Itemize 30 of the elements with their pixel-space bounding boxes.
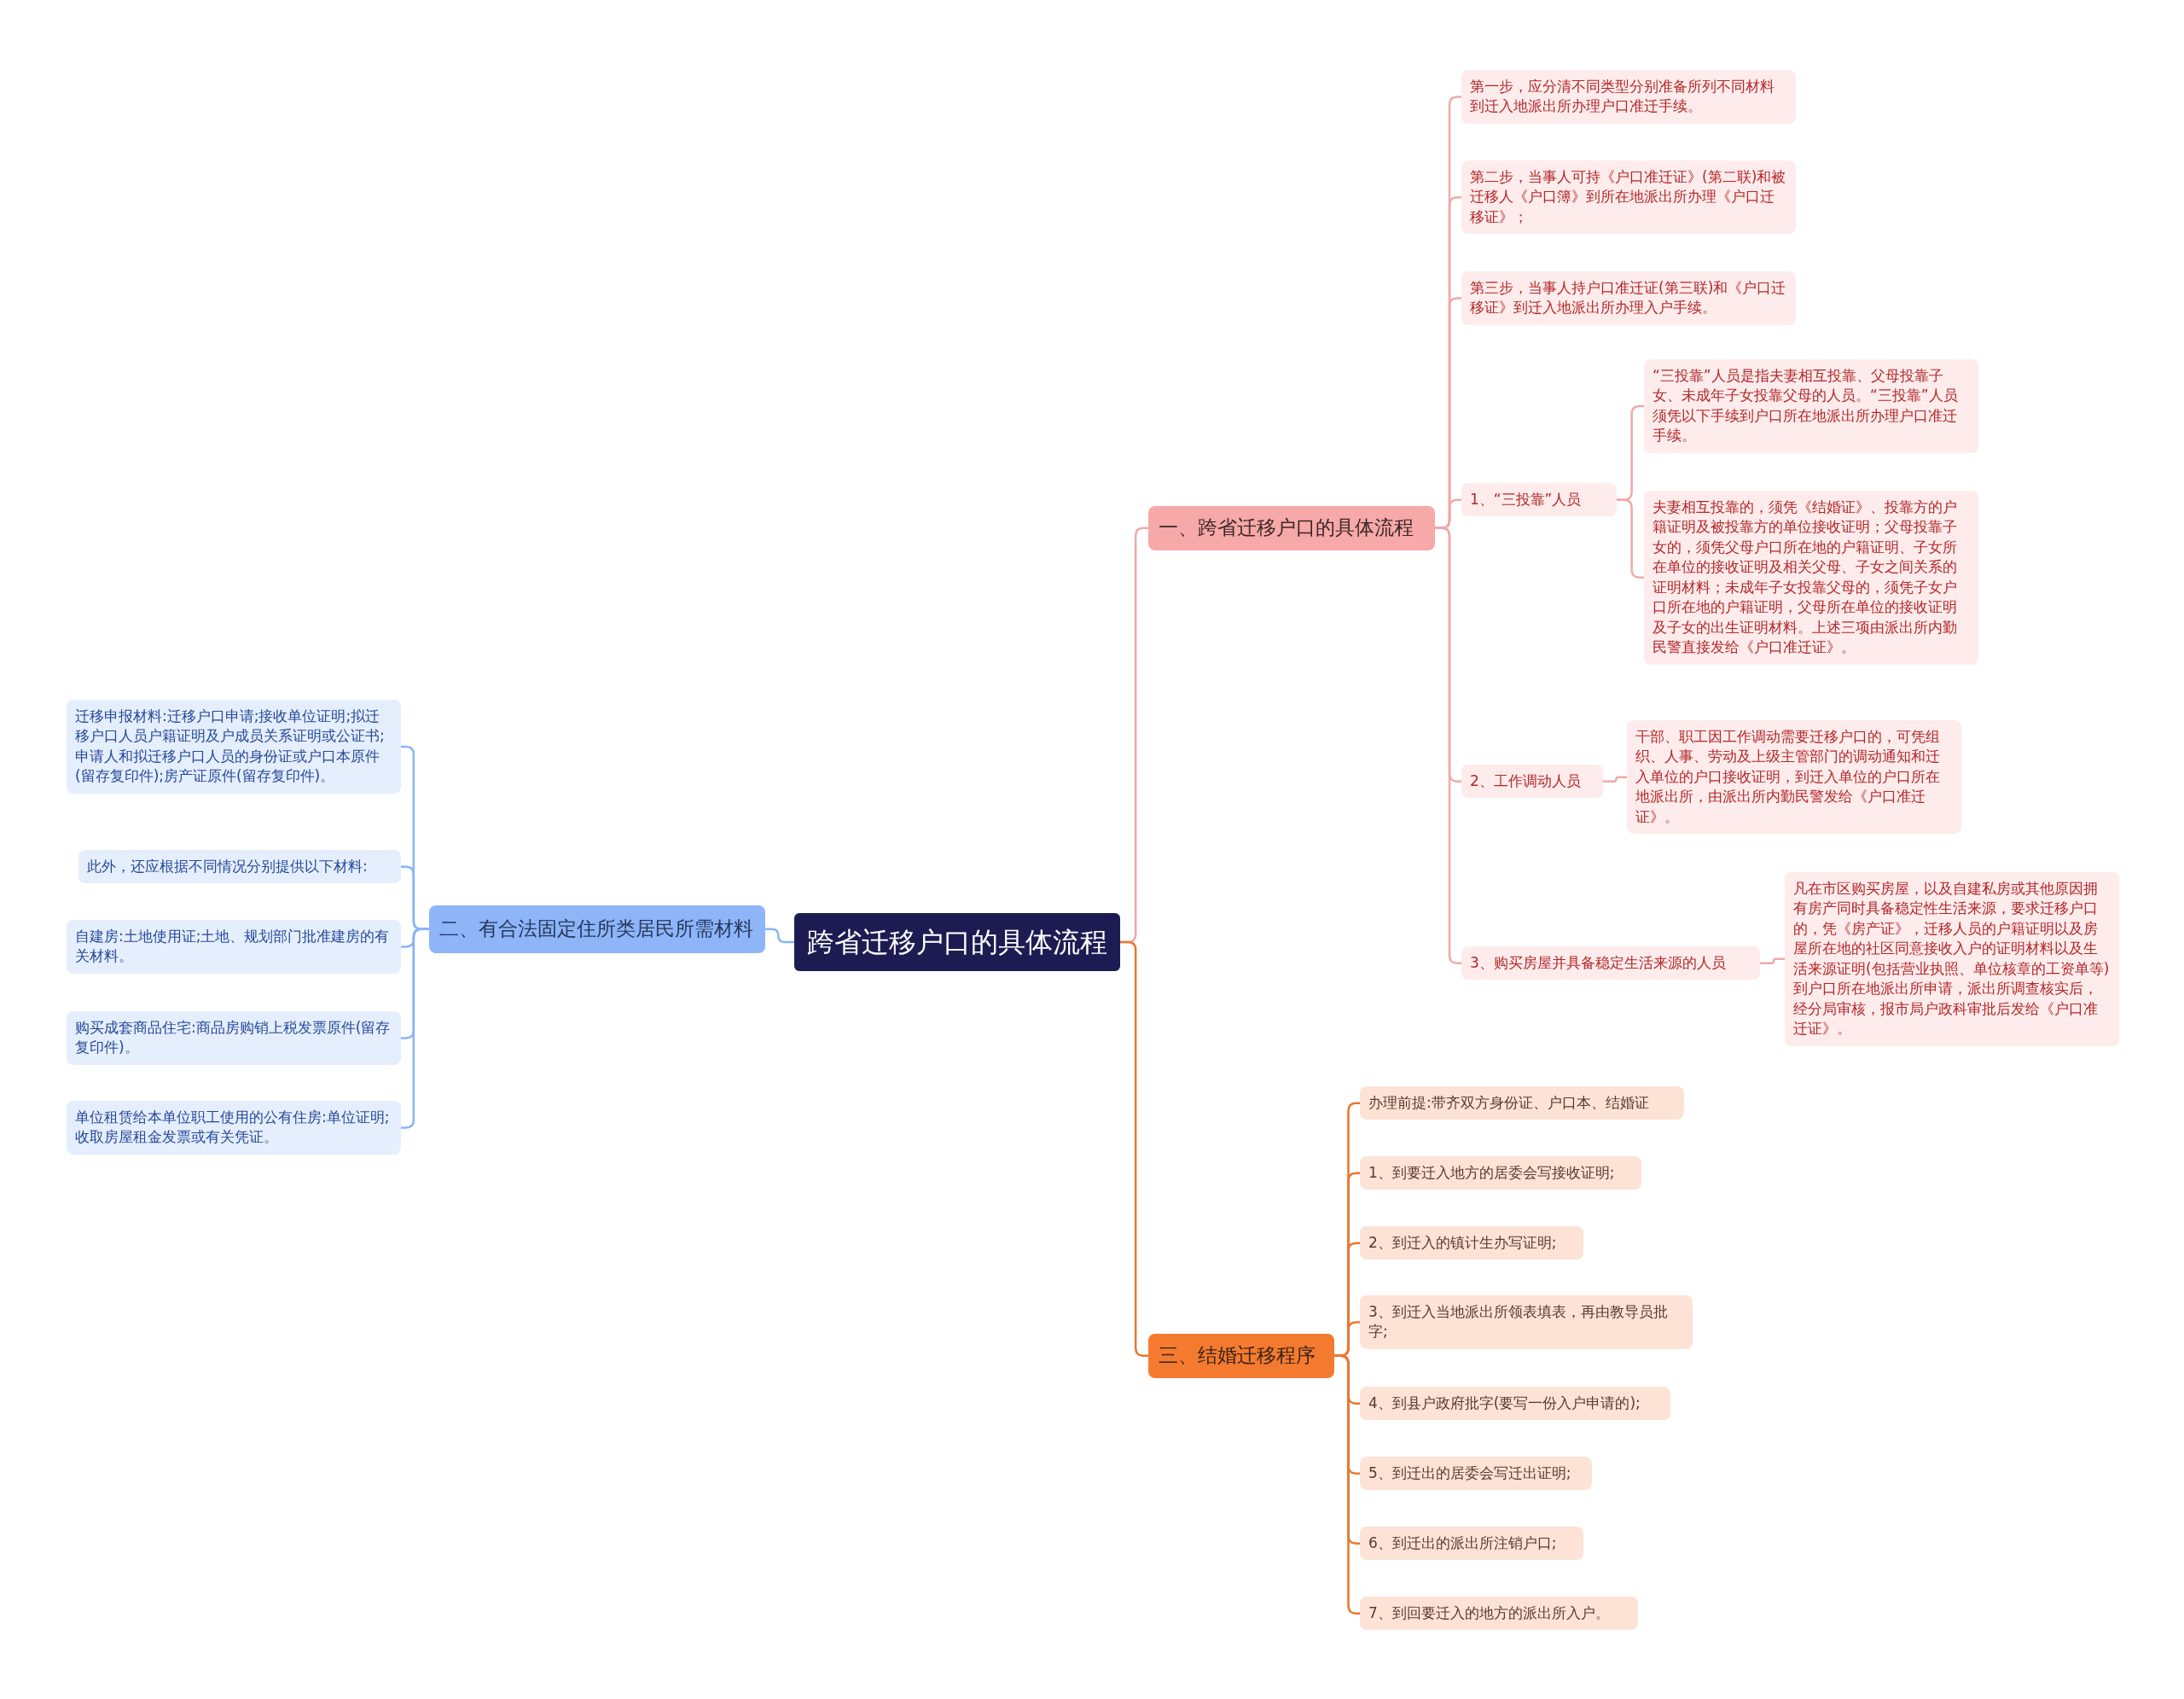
detail-card: 夫妻相互投靠的，须凭《结婚证》、投靠方的户籍证明及被投靠方的单位接收证明；父母投靠子女的，须凭父母户口所在地的户籍证明、子女所在单位的接收证明及相关父母、子女之间关系的证明材料；未成年子女投靠父母的，须凭子女户口所在地的户籍证明，父母所在单位的接收证明及子女的出生证明材料。上述三项由派出所内勤民警直接发给《户口准迁证》。	[1644, 491, 1978, 665]
branch-topic: 二、有合法固定住所类居民所需材料	[429, 905, 765, 953]
step-card: 5、到迁出的居委会写迁出证明;	[1360, 1457, 1592, 1491]
connector-line	[1760, 957, 1785, 964]
material-card: 迁移申报材料:迁移户口申请;接收单位证明;拟迁移户口人员户籍证明及户成员关系证明或公证书;申请人和拟迁移户口人员的身份证或户口本原件(留存复印件);房产证原件(留存复印件)。	[67, 700, 401, 794]
central-topic: 跨省迁移户口的具体流程	[794, 913, 1120, 972]
connector-line	[1603, 776, 1627, 783]
material-card: 自建房:土地使用证;土地、规划部门批准建房的有关材料。	[67, 920, 401, 974]
step-card: 3、到迁入当地派出所领表填表，再由教导员批字;	[1360, 1295, 1693, 1349]
step-card: 办理前提:带齐双方身份证、户口本、结婚证	[1360, 1086, 1684, 1120]
step-card: 6、到迁出的派出所注销户口;	[1360, 1527, 1583, 1561]
branch-topic: 一、跨省迁移户口的具体流程	[1148, 506, 1435, 550]
step-card: 第二步，当事人可持《户口准迁证》(第二联)和被迁移人《户口簿》到所在地派出所办理《户口迁移证》；	[1461, 160, 1796, 235]
step-card: 第一步，应分清不同类型分别准备所列不同材料到迁入地派出所办理户口准迁手续。	[1461, 70, 1796, 124]
connector-line	[765, 928, 794, 944]
material-card: 单位租赁给本单位职工使用的公有住房:单位证明;收取房屋租金发票或有关凭证。	[67, 1101, 401, 1155]
step-card: 2、到迁入的镇计生办写证明;	[1360, 1226, 1583, 1260]
step-card: 第三步，当事人持户口准迁证(第三联)和《户口迁移证》到迁入地派出所办理入户手续。	[1461, 271, 1796, 325]
detail-card: 干部、职工因工作调动需要迁移户口的，可凭组织、人事、劳动及上级主管部门的调动通知和迁入单位的户口接收证明，到迁入单位的户口所在地派出所，由派出所内勤民警发给《户口准迁证》。	[1627, 720, 1961, 835]
subtopic-box: 3、购买房屋并具备稳定生活来源的人员	[1461, 946, 1760, 980]
detail-card: 凡在市区购买房屋，以及自建私房或其他原因拥有房产同时具备稳定性生活来源，要求迁移户口的，凭《房产证》，迁移人员的户籍证明以及房屋所在地的社区同意接收入户的证明材料以及生活来源证明(包括营业执照、单位核章的工资单等)到户口所在地派出所申请，派出所调查核实后，经分局审核，报市局户政科审批后发给《户口准迁证》。	[1785, 872, 2119, 1046]
step-card: 1、到要迁入地方的居委会写接收证明;	[1360, 1156, 1641, 1190]
step-card: 4、到县户政府批字(要写一份入户申请的);	[1360, 1387, 1670, 1421]
step-card: 7、到回要迁入的地方的派出所入户。	[1360, 1597, 1638, 1631]
material-card: 购买成套商品住宅:商品房购销上税发票原件(留存复印件)。	[67, 1011, 401, 1065]
detail-card: “三投靠”人员是指夫妻相互投靠、父母投靠子女、未成年子女投靠父母的人员。“三投靠”人员须凭以下手续到户口所在地派出所办理户口准迁手续。	[1644, 359, 1978, 453]
branch-topic: 三、结婚迁移程序	[1148, 1334, 1334, 1378]
subtopic-box: 2、工作调动人员	[1461, 765, 1603, 799]
material-card: 此外，还应根据不同情况分别提供以下材料:	[78, 850, 401, 884]
subtopic-box: 1、“三投靠”人员	[1461, 483, 1617, 517]
